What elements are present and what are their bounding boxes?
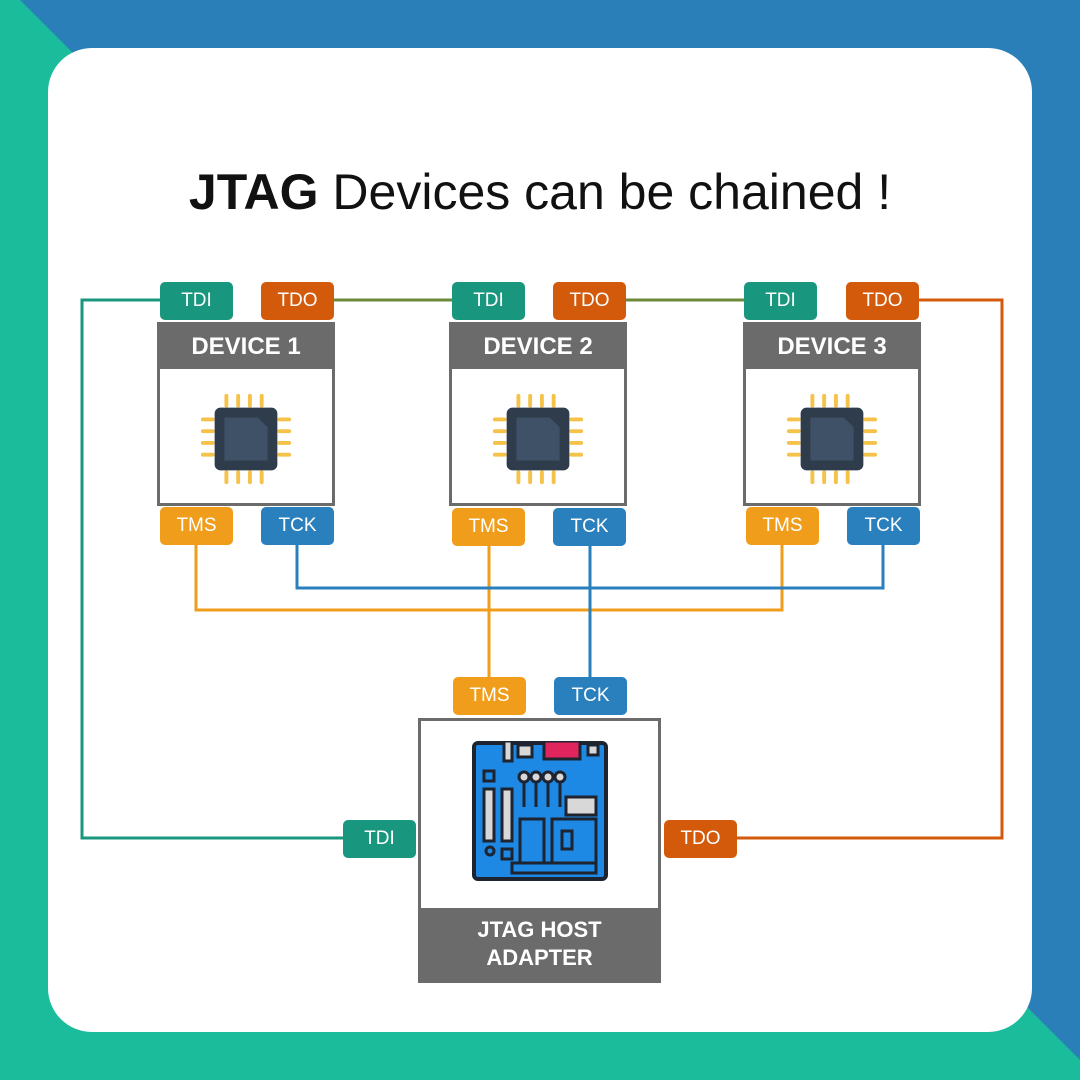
device-1-tms-pin: TMS [160,507,233,545]
title-rest: Devices can be chained ! [318,164,892,220]
host-tck-pin: TCK [554,677,627,715]
device-2-tms-pin: TMS [452,508,525,546]
device-2-label: DEVICE 2 [452,325,624,369]
device-3-tdi-pin: TDI [744,282,817,320]
device-3: DEVICE 3 [743,322,921,506]
device-1: DEVICE 1 [157,322,335,506]
title-bold: JTAG [188,164,319,220]
device-2-tdo-pin: TDO [553,282,626,320]
tdi-wire [80,298,343,840]
device-2-tck-pin: TCK [553,508,626,546]
host-label-line2: ADAPTER [486,945,593,970]
host-tdi-pin: TDI [343,820,416,858]
device-3-label: DEVICE 3 [746,325,918,369]
device-2: DEVICE 2 [449,322,627,506]
device-2-tdi-pin: TDI [452,282,525,320]
host-tdo-pin: TDO [664,820,737,858]
device-1-tck-pin: TCK [261,507,334,545]
device-1-label: DEVICE 1 [160,325,332,369]
host-tms-pin: TMS [453,677,526,715]
tdo-wire [737,298,1004,840]
device-3-tdo-pin: TDO [846,282,919,320]
chip-icon [200,393,292,485]
jtag-host-adapter: JTAG HOST ADAPTER [418,718,661,983]
host-label-line1: JTAG HOST [477,917,602,942]
chip-icon [786,393,878,485]
circuit-board-icon [472,741,608,881]
device-3-tck-pin: TCK [847,507,920,545]
host-label: JTAG HOST ADAPTER [421,908,658,980]
chip-icon [492,393,584,485]
device-1-tdi-pin: TDI [160,282,233,320]
device-3-tms-pin: TMS [746,507,819,545]
device-1-tdo-pin: TDO [261,282,334,320]
page-title: JTAG Devices can be chained ! [0,163,1080,221]
